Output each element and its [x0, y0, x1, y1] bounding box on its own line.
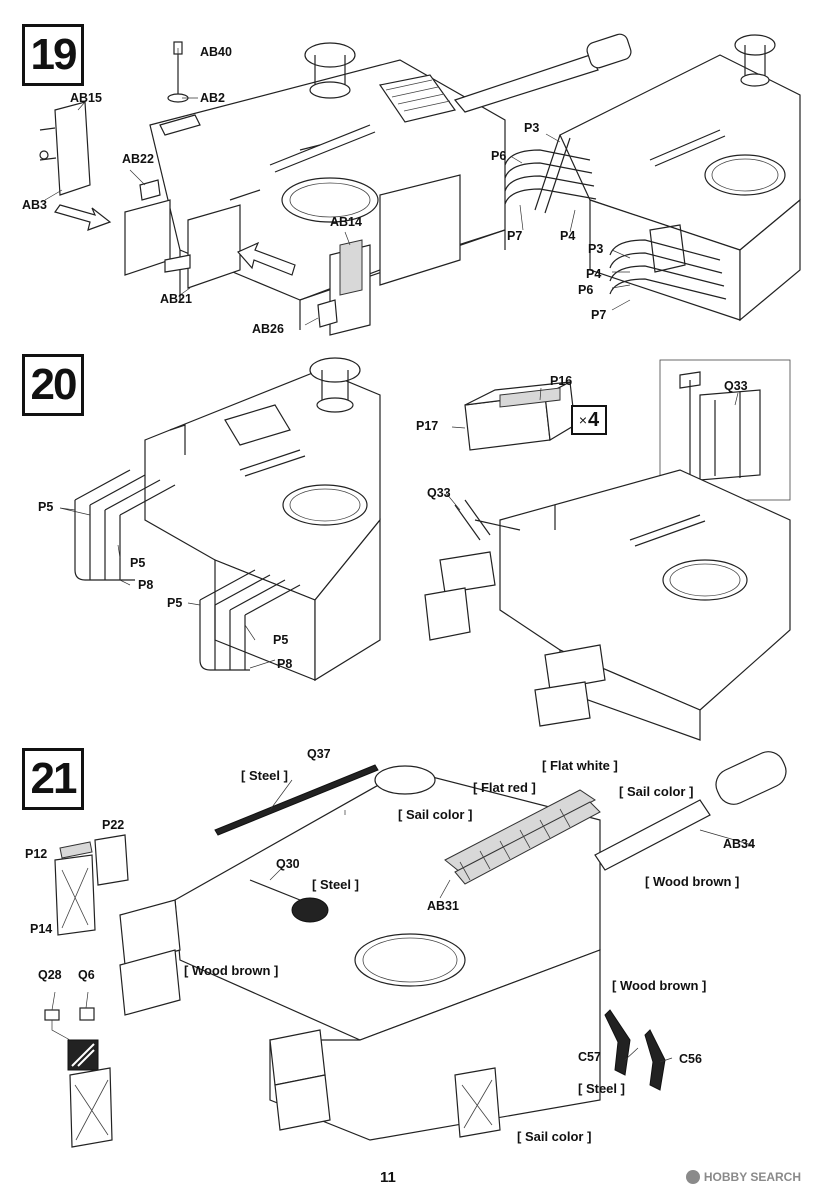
paint-label-sail-color-tracks: [ Sail color ]: [398, 807, 473, 822]
part-label-q6: Q6: [78, 968, 95, 982]
paint-label-steel-cable: [ Steel ]: [241, 768, 288, 783]
part-label-p3-b: P3: [588, 242, 604, 256]
part-label-ab3: AB3: [22, 198, 48, 212]
part-label-p5-c: P5: [167, 596, 183, 610]
part-label-p6-a: P6: [491, 149, 507, 163]
paint-label-sail-color-can: [ Sail color ]: [517, 1129, 592, 1144]
part-label-p5-b: P5: [130, 556, 146, 570]
part-label-p3-a: P3: [524, 121, 540, 135]
part-label-ab31: AB31: [427, 899, 459, 913]
paint-label-flat-white: [ Flat white ]: [542, 758, 618, 773]
part-label-ab22: AB22: [122, 152, 154, 166]
part-label-q37: Q37: [307, 747, 331, 761]
paint-label-flat-red: [ Flat red ]: [473, 780, 536, 795]
part-label-p22: P22: [102, 818, 125, 832]
part-label-p5-d: P5: [273, 633, 289, 647]
quantity-value: 4: [588, 408, 600, 431]
part-label-q30: Q30: [276, 857, 300, 871]
part-label-ab2: AB2: [200, 91, 226, 105]
paint-label-wood-brown-axe: [ Wood brown ]: [612, 978, 707, 993]
step-19-number: 19: [22, 24, 84, 86]
paint-label-wood-brown-barrel: [ Wood brown ]: [645, 874, 740, 889]
part-label-q28: Q28: [38, 968, 62, 982]
step21-hull: [44, 751, 787, 1148]
part-label-p14: P14: [30, 922, 53, 936]
part-label-p4-b: P4: [586, 267, 602, 281]
paint-label-steel-shovel: [ Steel ]: [312, 877, 359, 892]
part-label-p12: P12: [25, 847, 48, 861]
part-label-p4-a: P4: [560, 229, 576, 243]
part-label-p8-b: P8: [277, 657, 293, 671]
part-label-p6-b: P6: [578, 283, 594, 297]
watermark: HOBBY SEARCH: [685, 1170, 801, 1184]
quantity-times-badge: ×4: [571, 405, 607, 435]
part-label-p7-b: P7: [591, 308, 607, 322]
part-label-q33: Q33: [427, 486, 451, 500]
step-20-number: 20: [22, 354, 84, 416]
part-label-p5-a: P5: [38, 500, 54, 514]
part-label-p7-a: P7: [507, 229, 523, 243]
track-links: [444, 789, 601, 885]
step19-hull-right: [504, 34, 801, 322]
part-label-c57: C57: [578, 1050, 601, 1064]
part-label-ab40: AB40: [200, 45, 232, 59]
part-label-ab26: AB26: [252, 322, 284, 336]
watermark-text: HOBBY SEARCH: [703, 1170, 801, 1184]
watermark-logo-icon: [685, 1170, 700, 1184]
step20-hull-right: [424, 359, 791, 741]
part-label-p17: P17: [416, 419, 439, 433]
step19-hull-left: [39, 33, 632, 336]
step20-hull-left: [59, 357, 381, 682]
paint-label-steel-axe: [ Steel ]: [578, 1081, 625, 1096]
part-label-p8-a: P8: [138, 578, 154, 592]
page-number: 11: [380, 1169, 396, 1186]
part-label-ab21: AB21: [160, 292, 192, 306]
part-label-ab14: AB14: [330, 215, 362, 229]
part-label-q33-inset: Q33: [724, 379, 748, 393]
part-label-ab34: AB34: [723, 837, 755, 851]
part-label-c56: C56: [679, 1052, 702, 1066]
paint-label-wood-brown-shovel: [ Wood brown ]: [184, 963, 279, 978]
part-label-p16: P16: [550, 374, 573, 388]
paint-label-sail-color-barrel: [ Sail color ]: [619, 784, 694, 799]
part-label-ab15: AB15: [70, 91, 102, 105]
step-21-number: 21: [22, 748, 84, 810]
